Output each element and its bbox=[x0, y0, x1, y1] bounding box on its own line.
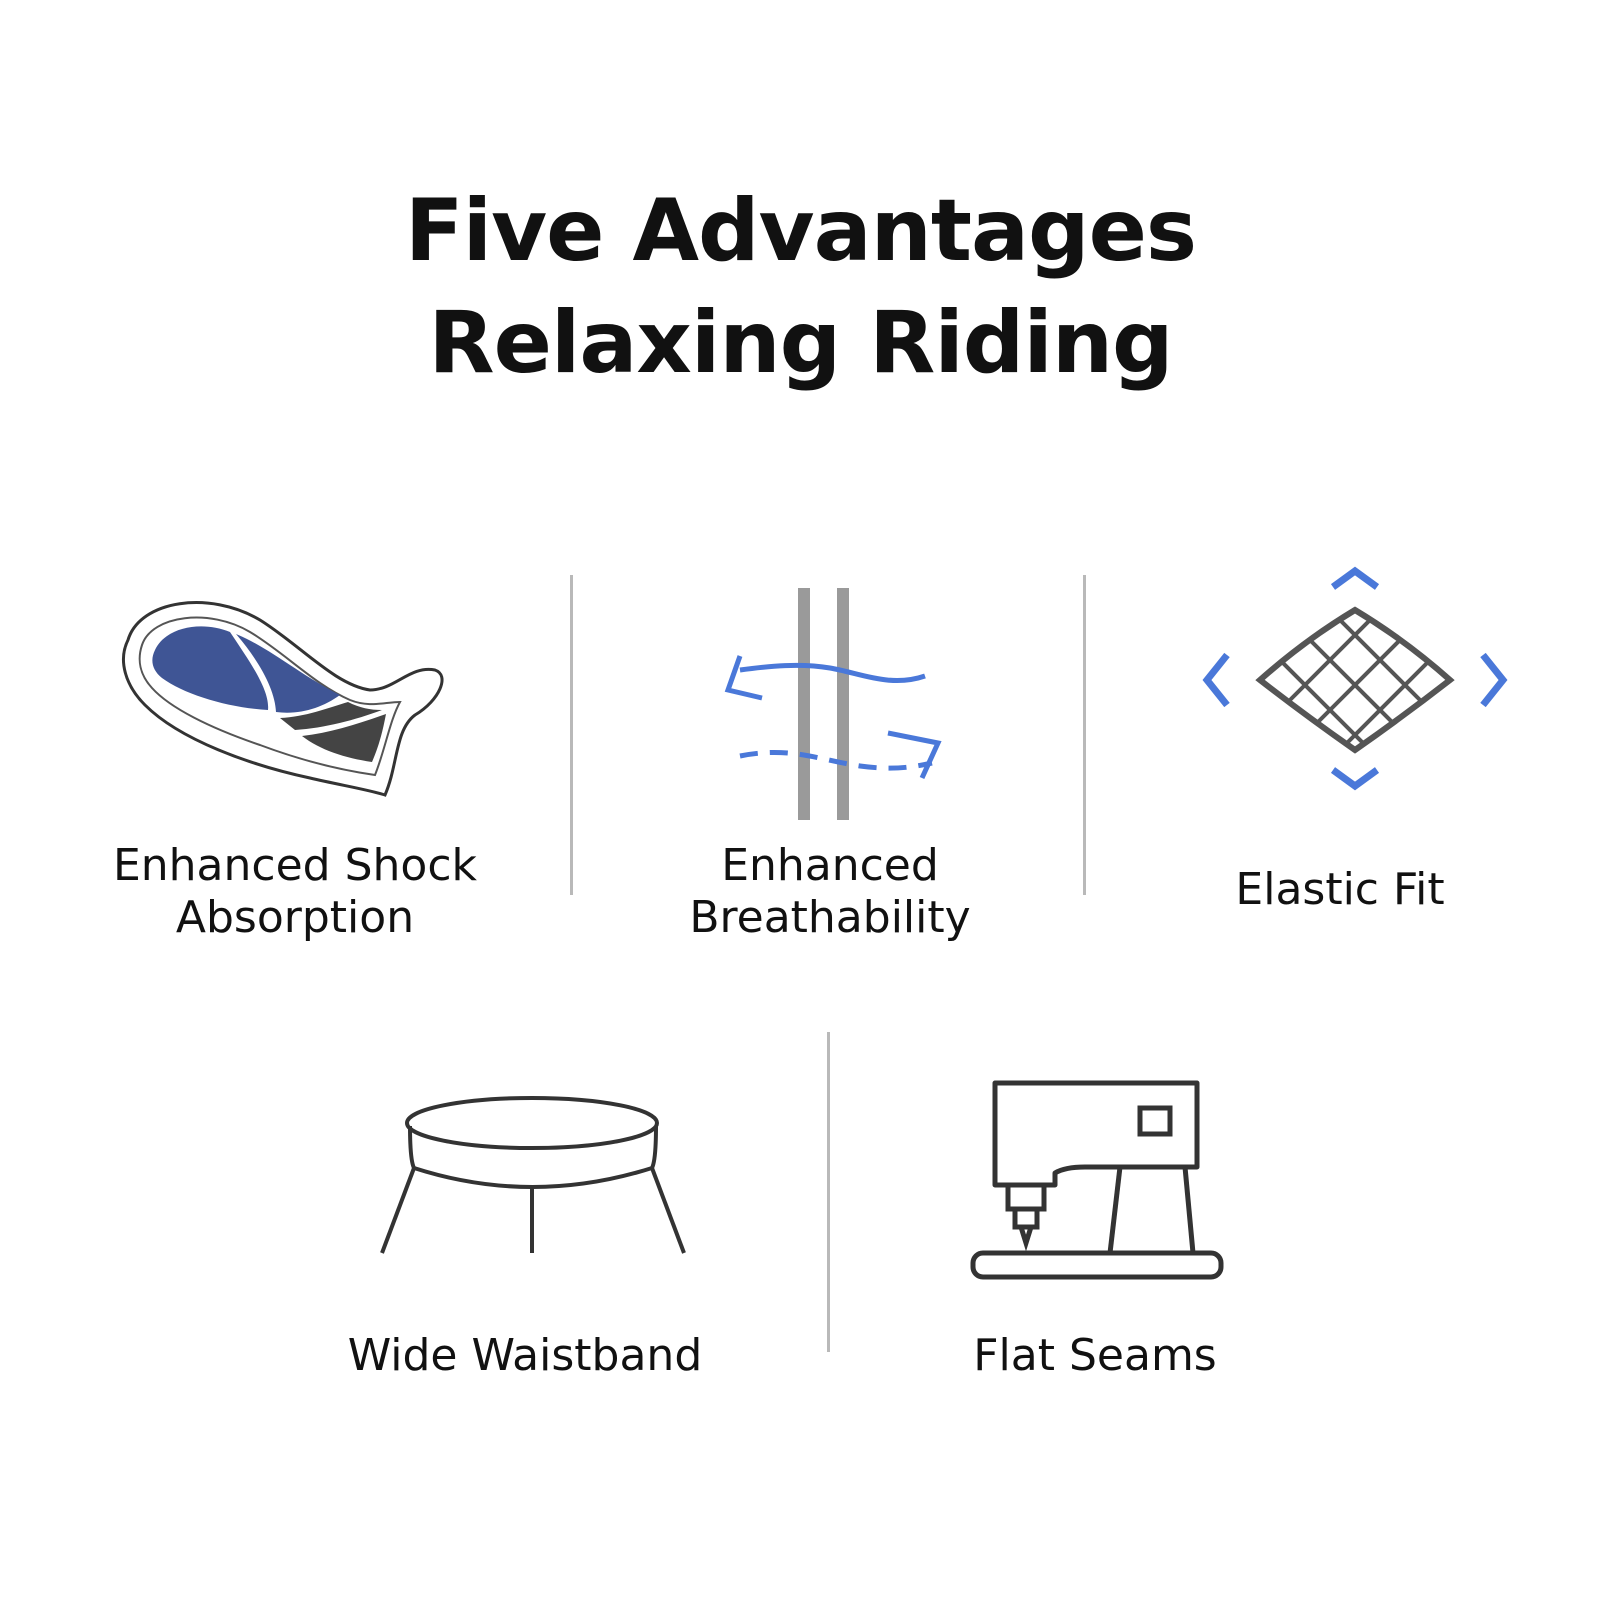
feature-label-breathability: Enhanced Breathability bbox=[600, 840, 1060, 944]
padded-insert-icon bbox=[122, 601, 444, 797]
title-line-1: Five Advantages bbox=[404, 181, 1197, 281]
feature-label-line1: Elastic Fit bbox=[1235, 864, 1445, 915]
feature-label-line2: Absorption bbox=[175, 892, 415, 943]
divider-2 bbox=[1083, 575, 1086, 895]
feature-label-line1: Enhanced bbox=[721, 840, 939, 891]
feature-label-line1: Enhanced Shock bbox=[112, 840, 477, 891]
stretch-mesh-icon bbox=[1202, 566, 1508, 791]
waistband-icon bbox=[380, 1096, 686, 1254]
feature-label-elastic-fit: Elastic Fit bbox=[1140, 864, 1540, 916]
feature-label-wide-waistband: Wide Waistband bbox=[320, 1330, 730, 1382]
feature-label-flat-seams: Flat Seams bbox=[895, 1330, 1295, 1382]
divider-3 bbox=[827, 1032, 830, 1352]
feature-label-shock-absorption: Enhanced Shock Absorption bbox=[70, 840, 520, 944]
airflow-icon bbox=[724, 588, 942, 820]
feature-label-line1: Flat Seams bbox=[973, 1330, 1217, 1381]
title-line-2: Relaxing Riding bbox=[428, 293, 1173, 393]
feature-label-line2: Breathability bbox=[689, 892, 971, 943]
feature-label-line1: Wide Waistband bbox=[347, 1330, 703, 1381]
divider-1 bbox=[570, 575, 573, 895]
sewing-machine-icon bbox=[970, 1080, 1224, 1280]
